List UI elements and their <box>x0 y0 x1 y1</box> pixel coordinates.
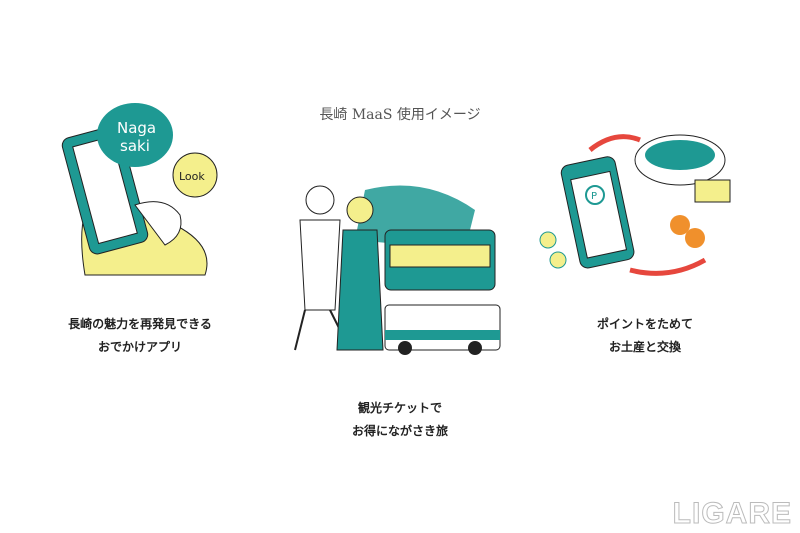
caption-points: ポイントをためて お土産と交換 <box>545 313 745 359</box>
caption-line: お得にながさき旅 <box>351 424 448 438</box>
caption-line: おでかけアプリ <box>97 340 182 354</box>
ticket-illustration <box>294 185 501 355</box>
caption-app: 長崎の魅力を再発見できる おでかけアプリ <box>40 313 240 359</box>
page-title: 長崎 MaaS 使用イメージ <box>319 107 481 123</box>
caption-line: 観光チケットで <box>357 401 442 415</box>
svg-text:P: P <box>591 191 597 202</box>
app-illustration: Naga saki Look <box>61 103 218 276</box>
caption-line: お土産と交換 <box>608 340 681 354</box>
caption-line: ポイントをためて <box>596 317 693 331</box>
ligare-logo: LIGARE <box>672 497 792 531</box>
caption-line: 長崎の魅力を再発見できる <box>68 317 212 331</box>
bubble-main-text: Naga <box>117 119 156 137</box>
svg-text:saki: saki <box>120 137 150 155</box>
points-illustration: P <box>539 134 731 276</box>
svg-text:Look: Look <box>179 170 205 183</box>
caption-ticket: 観光チケットで お得にながさき旅 <box>290 397 510 443</box>
